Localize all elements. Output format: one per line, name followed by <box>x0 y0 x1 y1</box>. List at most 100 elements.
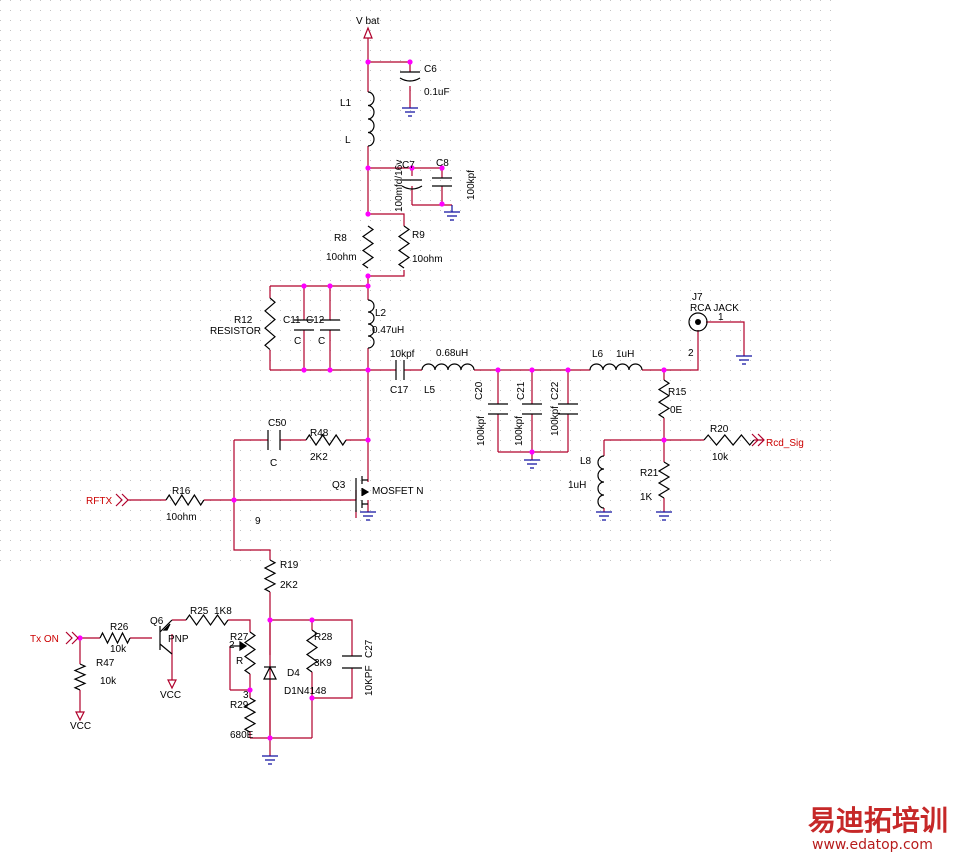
r28-value: 3K9 <box>314 658 332 669</box>
c27-value: 10KPF <box>364 665 375 696</box>
c8-value: 100kpf <box>466 170 477 200</box>
ground-symbols <box>262 107 752 765</box>
net-txon-port[interactable]: Tx ON <box>30 631 79 645</box>
r9-value: 10ohm <box>412 254 443 265</box>
l8-ref: L8 <box>580 456 592 467</box>
r8-value: 10ohm <box>326 252 357 263</box>
vbat-label: V bat <box>356 16 380 27</box>
txon-label: Tx ON <box>30 634 59 645</box>
j7-pin2: 2 <box>688 348 694 359</box>
r47-ref: R47 <box>96 658 115 669</box>
r12-ref: R12 <box>234 315 253 326</box>
potentiometer-r27[interactable]: R27 2 R 3 <box>229 631 257 701</box>
capacitor-c20[interactable]: C20 100kpf <box>474 381 508 446</box>
r20-ref: R20 <box>710 424 729 435</box>
l6-value: 1uH <box>616 349 634 360</box>
l1-value: L <box>345 135 351 146</box>
d4-ref: D4 <box>287 668 300 679</box>
capacitor-c11[interactable]: C11 C <box>283 315 314 347</box>
d4-value: D1N4148 <box>284 686 327 697</box>
watermark-cn: 易迪拓培训 <box>808 804 948 837</box>
l5-value: 0.68uH <box>436 348 468 359</box>
r25-ref: R25 <box>190 606 209 617</box>
inductor-l8[interactable]: L8 1uH <box>568 455 605 509</box>
resistor-r12[interactable]: R12 RESISTOR <box>210 297 276 351</box>
inductor-l5[interactable]: 0.68uH L5 <box>421 348 475 396</box>
resistor-r16[interactable]: R16 10ohm <box>165 486 205 523</box>
net-rftx-port[interactable]: RFTX <box>86 493 129 507</box>
r16-value: 10ohm <box>166 512 197 523</box>
resistor-r15[interactable]: R15 0E <box>657 379 687 419</box>
mosfet-q3[interactable]: Q3 MOSFET N <box>332 476 423 512</box>
vcc-pnp-label: VCC <box>160 690 181 701</box>
r27-pin3: 3 <box>243 690 249 701</box>
c11-value: C <box>294 336 301 347</box>
r15-ref: R15 <box>668 387 687 398</box>
c7-ref: C7 <box>402 160 415 171</box>
watermark: 易迪拓培训 www.edatop.com <box>808 804 948 853</box>
r19-value: 2K2 <box>280 580 298 591</box>
r21-value: 1K <box>640 492 653 503</box>
c20-ref: C20 <box>474 381 485 400</box>
capacitor-c22[interactable]: C22 100kpf <box>550 381 578 436</box>
r15-value: 0E <box>670 405 683 416</box>
r48-ref: R48 <box>310 428 329 439</box>
resistor-r25[interactable]: R25 1K8 <box>185 606 232 627</box>
capacitor-c8[interactable]: C8 100kpf <box>432 158 477 200</box>
inductor-l6[interactable]: L6 1uH <box>589 349 643 371</box>
resistor-r19[interactable]: R19 2K2 <box>263 559 299 593</box>
resistor-r47[interactable]: R47 10k <box>73 658 117 691</box>
q3-value: MOSFET N <box>372 486 423 497</box>
c21-ref: C21 <box>516 381 527 400</box>
diode-d4[interactable]: D4 D1N4148 <box>263 665 327 697</box>
capacitor-c27[interactable]: C27 10KPF <box>342 639 375 696</box>
capacitor-c6[interactable]: C6 0.1uF <box>399 64 450 98</box>
r16-ref: R16 <box>172 486 191 497</box>
capacitor-c50[interactable]: C50 C <box>267 418 287 469</box>
resistor-r48[interactable]: R48 2K2 <box>305 428 347 463</box>
c12-value: C <box>318 336 325 347</box>
capacitor-c17[interactable]: 10kpf C17 <box>390 349 415 396</box>
resistor-r28[interactable]: R28 3K9 <box>305 629 333 673</box>
resistor-r26[interactable]: R26 10k <box>99 622 131 655</box>
resistor-r8[interactable]: R8 10ohm <box>326 225 375 269</box>
grid-background <box>0 0 840 568</box>
j7-pin1: 1 <box>718 312 724 323</box>
power-vcc-r47-symbol: VCC <box>70 711 91 732</box>
c50-ref: C50 <box>268 418 287 429</box>
inductor-l2[interactable]: L2 0.47uH <box>367 299 404 349</box>
l2-ref: L2 <box>375 308 387 319</box>
r8-ref: R8 <box>334 233 347 244</box>
connector-j7[interactable]: J7 RCA JACK 1 2 <box>688 292 739 359</box>
capacitor-c7[interactable]: C7 100mfd/16v <box>394 160 423 212</box>
r19-ref: R19 <box>280 560 299 571</box>
resistor-r29[interactable]: R29 680E <box>230 697 257 741</box>
c50-value: C <box>270 458 277 469</box>
capacitor-c12[interactable]: C12 C <box>306 315 340 347</box>
r9-ref: R9 <box>412 230 425 241</box>
j7-value: RCA JACK <box>690 303 739 314</box>
resistor-r9[interactable]: R9 10ohm <box>397 225 443 269</box>
vcc-r47-label: VCC <box>70 721 91 732</box>
q6-value: PNP <box>168 634 189 645</box>
resistor-r21[interactable]: R21 1K <box>640 461 671 503</box>
inductor-l1[interactable]: L1 L <box>340 91 375 147</box>
c11-ref: C11 <box>283 315 301 326</box>
c6-ref: C6 <box>424 64 437 75</box>
c8-ref: C8 <box>436 158 449 169</box>
q3-ref: Q3 <box>332 480 346 491</box>
power-vcc-pnp-symbol: VCC <box>160 679 181 701</box>
c21-value: 100kpf <box>514 416 525 446</box>
r27-value: R <box>236 656 243 667</box>
c22-value: 100kpf <box>550 406 561 436</box>
j7-ref: J7 <box>692 292 703 303</box>
capacitor-c21[interactable]: C21 100kpf <box>514 381 542 446</box>
net-rcdsig-port[interactable]: Rcd_Sig <box>751 433 804 449</box>
transistor-q6[interactable]: Q6 PNP <box>150 616 189 655</box>
rcdsig-label: Rcd_Sig <box>766 438 804 449</box>
q6-ref: Q6 <box>150 616 164 627</box>
r27-ref: R27 <box>230 632 249 643</box>
r48-value: 2K2 <box>310 452 328 463</box>
resistor-r20[interactable]: R20 10k <box>703 424 755 463</box>
